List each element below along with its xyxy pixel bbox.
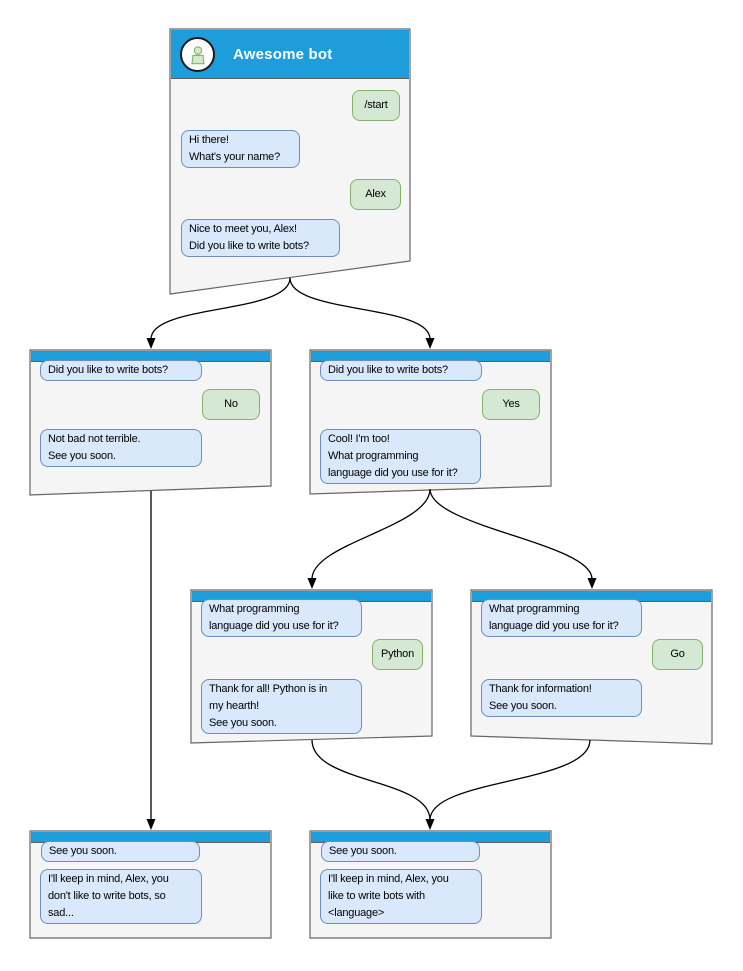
connector-main-to-yes	[289, 277, 431, 340]
person-icon	[190, 45, 205, 64]
bye-no-reply: I'll keep in mind, Alex, you don't like …	[40, 869, 202, 924]
no-branch-answer: No	[202, 389, 260, 420]
python-branch-question: What programming language did you use fo…	[201, 599, 362, 637]
arrowhead-icon	[146, 338, 156, 349]
arrowhead-icon	[425, 819, 435, 830]
yes-branch-question: Did you like to write bots?	[320, 360, 482, 381]
bye-yes-reply: I'll keep in mind, Alex, you like to wri…	[320, 869, 482, 924]
yes-branch-answer: Yes	[482, 389, 540, 420]
user-message-start: /start	[352, 90, 400, 121]
arrowhead-icon	[307, 578, 317, 589]
bot-avatar	[180, 37, 215, 72]
go-branch-answer: Go	[652, 639, 703, 670]
arrowhead-icon	[425, 338, 435, 349]
bye-yes-question: See you soon.	[321, 841, 480, 862]
main-window-title: Awesome bot	[233, 45, 333, 63]
connector-yes-to-go	[429, 488, 593, 580]
bye-no-question: See you soon.	[41, 841, 200, 862]
yes-branch-reply: Cool! I'm too! What programming language…	[320, 429, 481, 484]
python-branch-reply: Thank for all! Python is in my hearth! S…	[201, 679, 362, 734]
connector-go-to-bye-yes	[429, 739, 591, 821]
connector-python-to-bye-yes	[311, 739, 431, 821]
python-branch-answer: Python	[372, 639, 423, 670]
user-message-name: Alex	[350, 179, 401, 210]
connector-main-to-no	[150, 277, 291, 340]
connector-yes-to-python	[311, 488, 431, 580]
bot-message-ask: Nice to meet you, Alex! Did you like to …	[181, 219, 340, 257]
arrowhead-icon	[146, 819, 156, 830]
bot-message-greet: Hi there! What's your name?	[181, 130, 300, 168]
go-branch-question: What programming language did you use fo…	[481, 599, 642, 637]
no-branch-reply: Not bad not terrible. See you soon.	[40, 429, 202, 467]
no-branch-question: Did you like to write bots?	[40, 360, 202, 381]
arrowhead-icon	[587, 578, 597, 589]
main-window-titlebar: Awesome bot	[171, 30, 409, 79]
go-branch-reply: Thank for information! See you soon.	[481, 679, 642, 717]
